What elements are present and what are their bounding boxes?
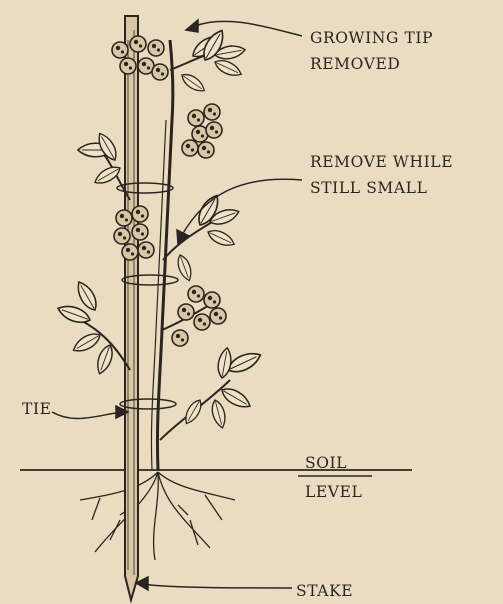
label-tie: TIE: [22, 400, 52, 418]
roots: [80, 472, 235, 560]
plant-stem: [151, 40, 172, 470]
label-stake: STAKE: [296, 582, 353, 600]
stake-leader: [142, 584, 292, 588]
tie-leader: [52, 412, 122, 419]
stake: [125, 16, 138, 600]
growing-tip-leader: [195, 21, 302, 36]
remove-small-leader: [182, 179, 302, 235]
label-remove-line1: REMOVE WHILE: [310, 153, 453, 171]
label-growing-tip-line2: REMOVED: [310, 55, 400, 73]
label-soil-line2: LEVEL: [305, 483, 362, 501]
label-remove-line2: STILL SMALL: [310, 179, 427, 197]
label-soil-line1: SOIL: [305, 454, 347, 472]
label-growing-tip-line1: GROWING TIP: [310, 29, 433, 47]
